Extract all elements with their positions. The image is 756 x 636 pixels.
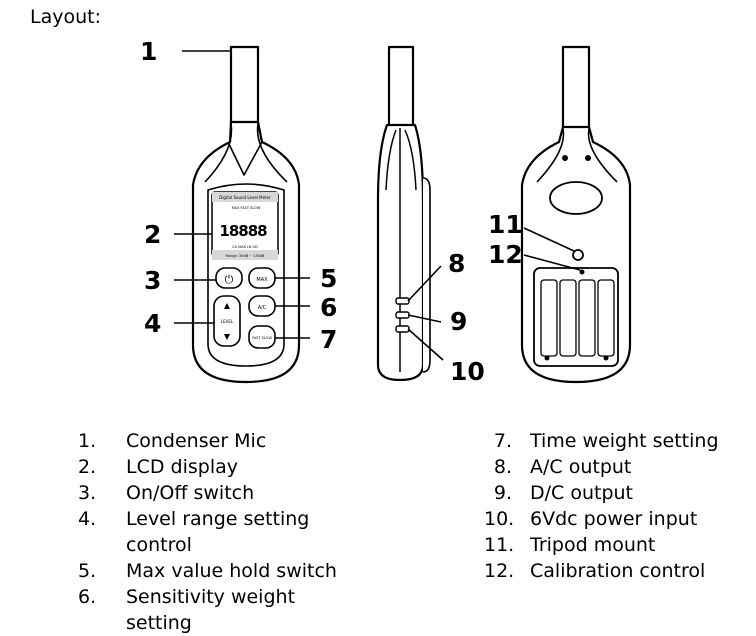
back-dot-left [562,155,568,161]
legend-item: 11.Tripod mount [484,534,656,556]
power-button[interactable] [215,267,243,289]
back-view [520,45,632,384]
lcd-bottom-band [212,250,278,260]
side-view [376,45,431,382]
lcd-bottom-row: CA MAX LB UD [232,245,258,249]
battery-slot-1 [540,279,558,357]
side-port-1 [395,297,410,305]
legend-item: 5.Max value hold switch [78,560,337,582]
callout-9: 9 [450,307,467,336]
lcd-modes: MAX FAST SLOW [232,206,261,210]
legend-item: 10.6Vdc power input [484,508,698,530]
callout-8: 8 [448,249,465,278]
level-down-arrow-icon [224,334,230,340]
callout-6: 6 [320,293,337,322]
leader-lines [174,50,581,361]
power-icon: ⏻ [225,273,234,286]
legend-item: 12.Calibration control [484,560,706,582]
legend-item: 2.LCD display [78,456,238,478]
battery-slot-4 [597,279,615,357]
side-mic-shaft [387,45,415,129]
page-title: Layout: [30,6,101,28]
callout-2: 2 [144,220,161,249]
back-neck-lines [536,128,618,183]
sound-meter-diagram: Digital Sound Level Meter MAX FAST SLOW … [140,37,632,386]
back-screw-left [544,355,550,361]
front-neck-lines [204,123,288,183]
lcd-digits: 18888 [219,222,267,240]
callout-10: 10 [450,357,485,386]
front-view [191,45,301,384]
tripod-mount [572,249,584,261]
side-back-plate [422,177,431,373]
side-port-3 [395,325,410,333]
legend-item: 4.Level range setting control [78,508,310,556]
legend-item: 1.Condenser Mic [78,430,267,452]
legend-item: 9.D/C output [493,482,634,504]
callout-7: 7 [320,325,337,354]
back-dot-right [585,155,591,161]
callout-12: 12 [488,240,523,269]
legend-item: 3.On/Off switch [78,482,255,504]
callout-5: 5 [320,264,337,293]
ac-button-label: A/C [258,305,267,311]
back-screw-right [603,355,609,361]
level-button-label: LEVEL [221,319,234,324]
callout-1: 1 [140,37,157,66]
level-up-arrow-icon [224,303,230,309]
legend-item: 8.A/C output [493,456,632,478]
lcd-footer: Range: 30dB ~ 130dB [226,254,266,258]
callout-3: 3 [144,266,161,295]
fast-slow-button[interactable] [248,325,276,349]
back-window [549,181,603,215]
legend-item: 6.Sensitivity weight setting [78,586,296,634]
lcd-top-band [212,192,278,202]
legend-left: 1.Condenser Mic 2.LCD display 3.On/Off s… [78,428,366,636]
callout-11: 11 [488,210,523,239]
battery-slot-3 [578,279,596,357]
battery-slot-2 [559,279,577,357]
back-mic-shaft [561,45,591,131]
legend-item: 7.Time weight setting [493,430,719,452]
legend-right: 7.Time weight setting 8.A/C output 9.D/C… [484,428,756,584]
fast-slow-button-label: FAST SLOW [252,336,272,340]
calibration-screw [579,269,585,275]
front-mic-shaft [229,45,260,126]
side-port-2 [395,311,410,319]
level-button[interactable] [213,295,241,347]
max-button-label: MAX [256,277,268,283]
lcd-header: Digital Sound Level Meter [219,195,271,200]
callout-4: 4 [144,309,161,338]
